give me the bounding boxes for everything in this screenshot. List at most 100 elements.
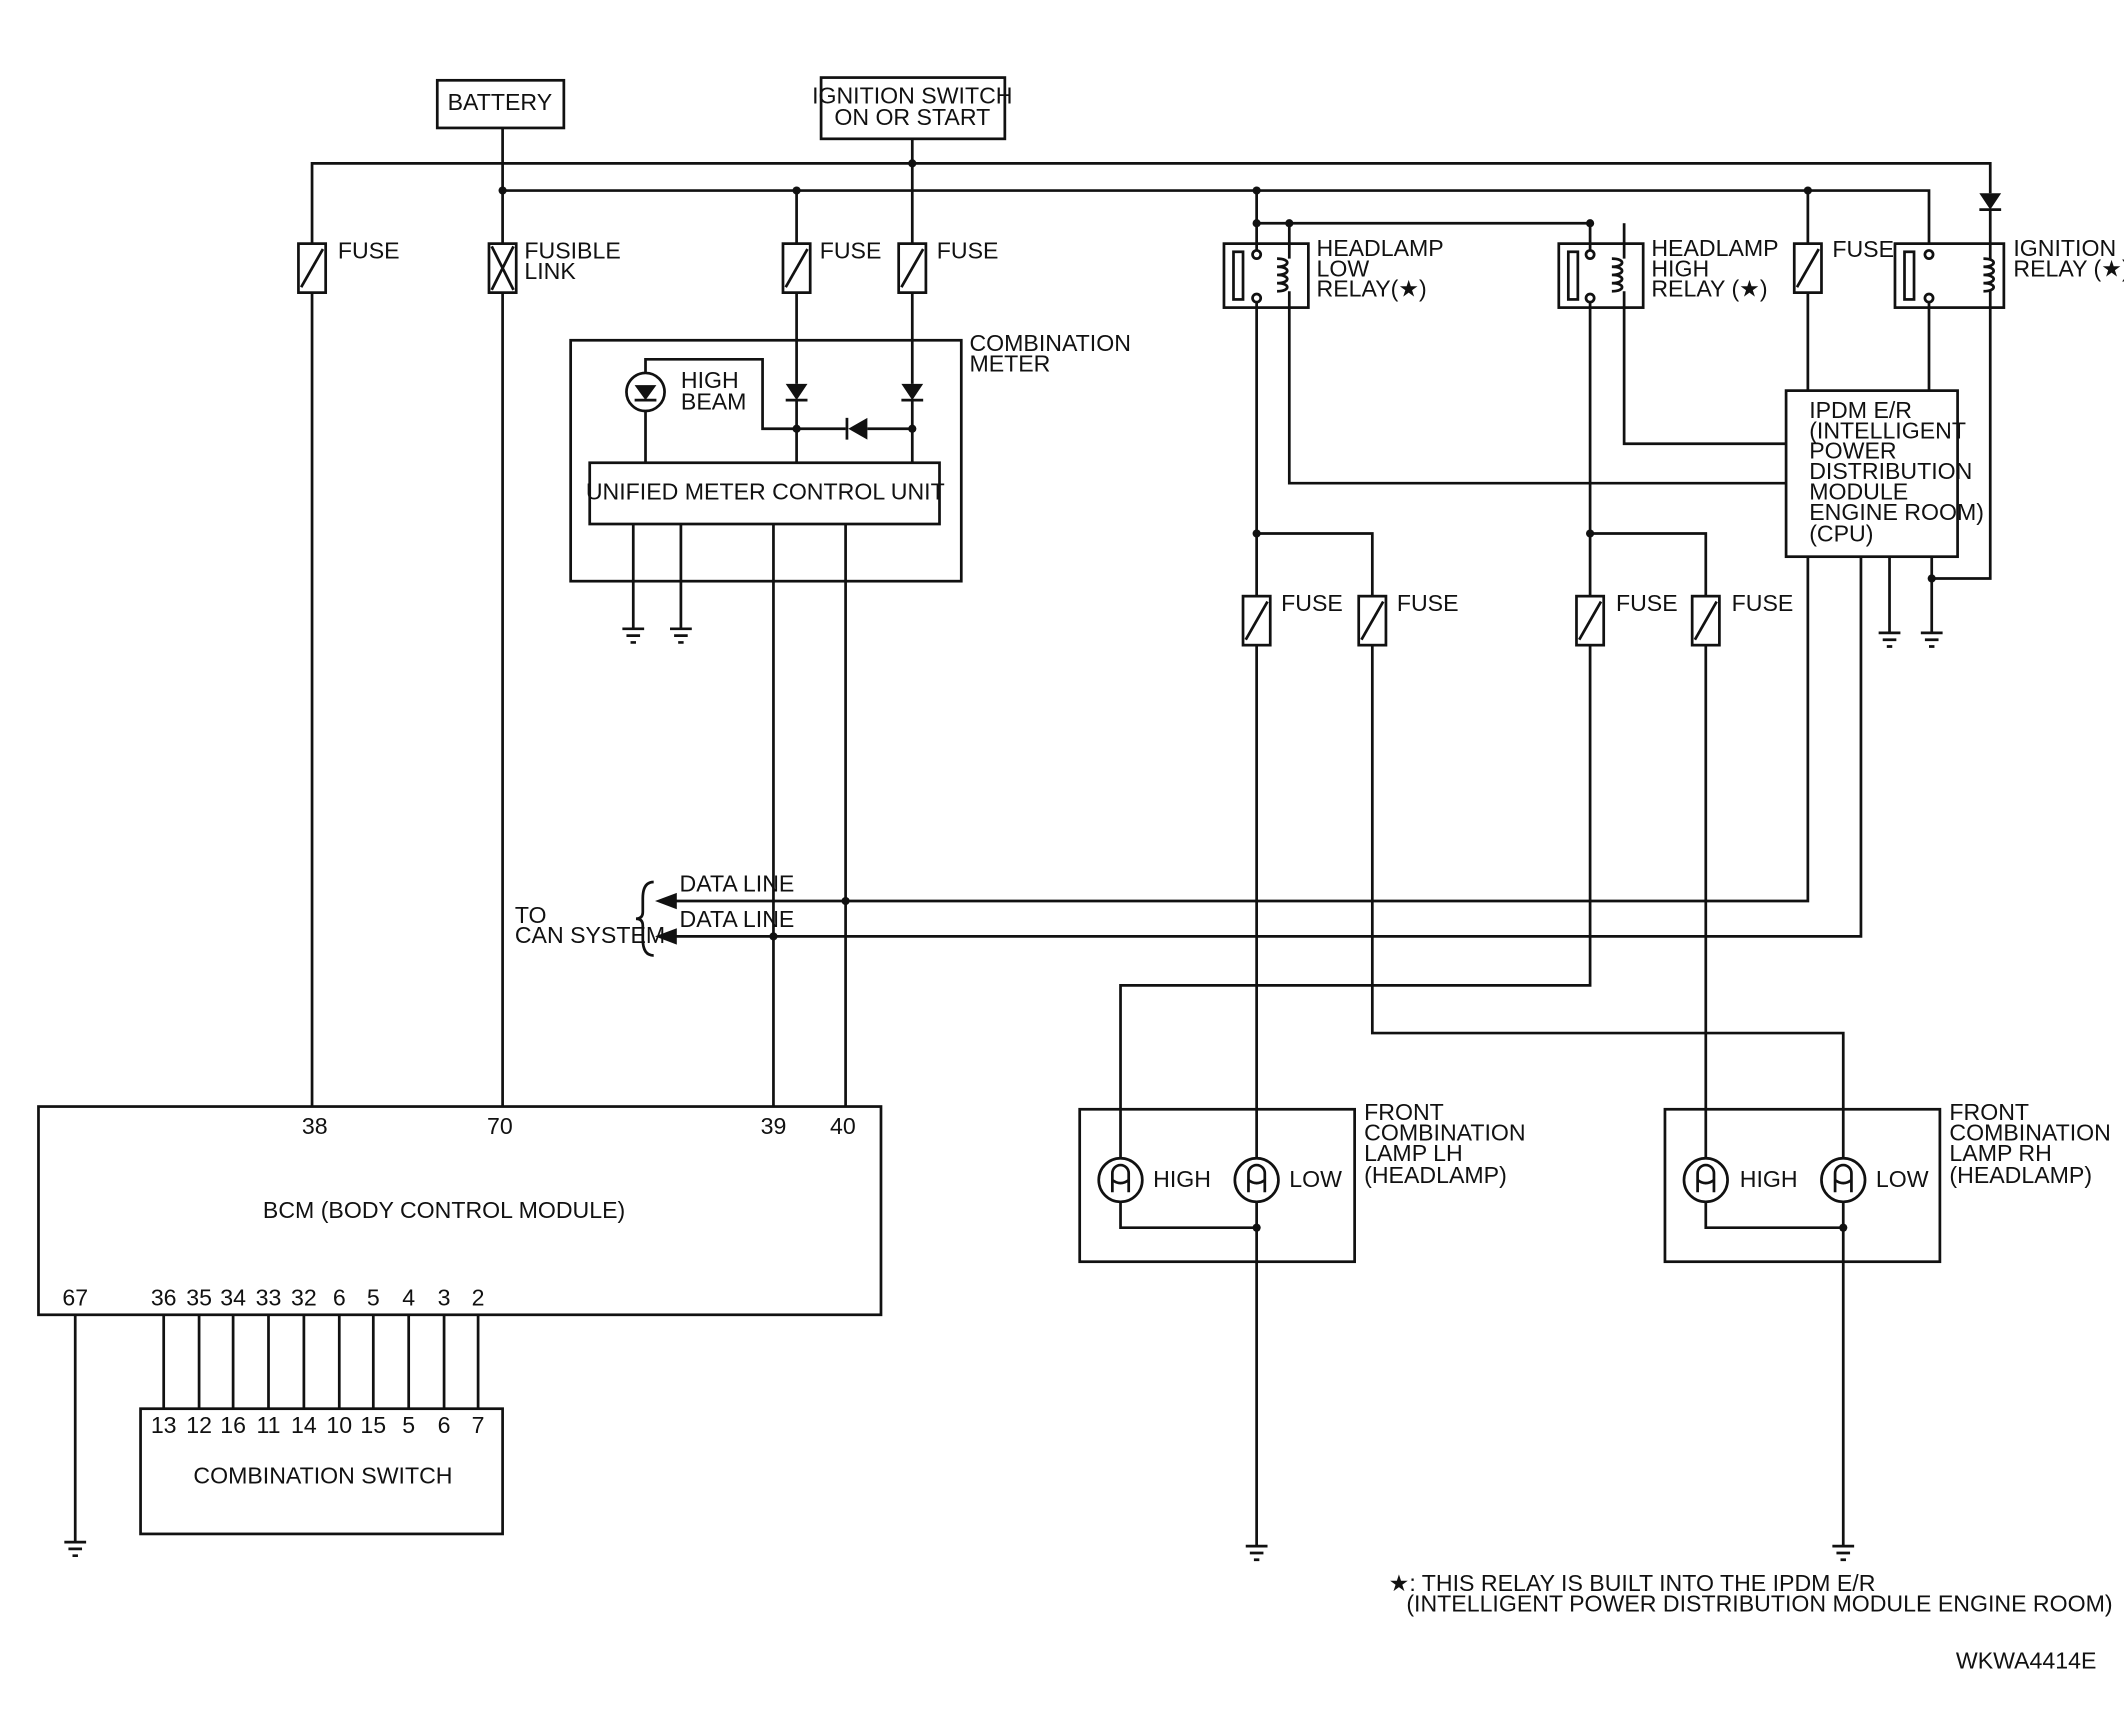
ipdm-label-line4: DISTRIBUTION <box>1809 458 1972 484</box>
fusible-link-label-line2: LINK <box>524 258 576 284</box>
ipdm-label-line6: ENGINE ROOM) <box>1809 499 1984 525</box>
fuse-label: FUSE <box>1616 590 1678 616</box>
ground-icon <box>670 524 692 644</box>
headlamp-high-relay-icon <box>1557 242 1645 309</box>
switch-pin-label: 10 <box>326 1412 352 1438</box>
bcm-pin-label: 38 <box>302 1113 328 1139</box>
fuse-label: FUSE <box>937 238 999 264</box>
front-lamp-rh-label-line3: LAMP RH <box>1949 1140 2051 1166</box>
bcm-label: BCM (BODY CONTROL MODULE) <box>263 1197 625 1223</box>
ignition-switch-box <box>819 76 1007 141</box>
switch-pin-label: 7 <box>472 1412 485 1438</box>
bcm-pin-label: 34 <box>220 1284 246 1310</box>
front-lamp-rh-label-line2: COMBINATION <box>1949 1120 2110 1146</box>
ipdm-label-line5: MODULE <box>1809 479 1908 505</box>
junction-dot <box>1586 219 1595 228</box>
brace-icon <box>635 880 654 957</box>
switch-pin-label: 5 <box>402 1412 415 1438</box>
junction-dot <box>1586 529 1595 538</box>
diode-icon <box>796 417 913 440</box>
fuse-icon <box>1690 594 1721 647</box>
combination-switch-label: COMBINATION SWITCH <box>193 1463 452 1489</box>
front-lamp-lh-label-line4: (HEADLAMP) <box>1364 1162 1507 1188</box>
ground-icon <box>1245 1227 1268 1562</box>
can-system-label-line1: TO <box>515 902 547 928</box>
bcm-pin-label: 35 <box>186 1284 212 1310</box>
data-line-label: DATA LINE <box>680 870 795 896</box>
headlamp-fuse-wiring <box>1255 532 1708 597</box>
diode-icon <box>1979 193 2002 210</box>
fuse-label: FUSE <box>1281 590 1343 616</box>
bcm-box <box>37 1105 883 1317</box>
relay-note-line1: ★: THIS RELAY IS BUILT INTO THE IPDM E/R <box>1389 1570 1876 1596</box>
fuse-label: FUSE <box>1832 236 1894 262</box>
bcm-pin-label: 36 <box>151 1284 177 1310</box>
bcm-pin-label: 33 <box>256 1284 282 1310</box>
bcm-pin-label: 2 <box>472 1284 485 1310</box>
junction-dot <box>792 424 801 433</box>
fuse-icon <box>1575 594 1606 647</box>
ignition-relay-icon <box>1893 242 2006 309</box>
lamp-low-label: LOW <box>1289 1166 1342 1192</box>
ignition-relay-label-line1: IGNITION <box>2013 235 2116 261</box>
ground-icon <box>64 1314 87 1558</box>
unified-meter-control-unit-box <box>588 461 941 526</box>
headlamp-low-relay-label-line1: HEADLAMP <box>1317 235 1444 261</box>
data-line-label: DATA LINE <box>680 906 795 932</box>
junction-dot <box>841 896 850 906</box>
ground-icon <box>1878 556 1901 648</box>
bcm-pin-label: 32 <box>291 1284 317 1310</box>
fuse-icon <box>1357 594 1388 647</box>
lamp-high-label: HIGH <box>1740 1166 1798 1192</box>
switch-pin-label: 6 <box>438 1412 451 1438</box>
front-lamp-lh-label-line2: COMBINATION <box>1364 1120 1525 1146</box>
headlamp-high-relay-label-line2: HIGH <box>1651 255 1709 281</box>
bcm-pin-label: 39 <box>761 1113 787 1139</box>
junction-dot <box>908 159 917 168</box>
ipdm-label-line2: (INTELLIGENT <box>1809 417 1966 443</box>
high-beam-label-line2: BEAM <box>681 389 747 415</box>
battery-box <box>435 78 566 130</box>
combination-meter-box <box>569 338 963 583</box>
switch-pin-label: 14 <box>291 1412 317 1438</box>
front-lamp-rh-box <box>1663 1107 1942 1264</box>
headlamp-high-relay-label-line1: HEADLAMP <box>1651 235 1778 261</box>
switch-pin-label: 11 <box>256 1412 280 1438</box>
high-beam-label-line1: HIGH <box>681 367 739 393</box>
fuse-icon <box>1241 594 1272 647</box>
front-lamp-lh-label-line1: FRONT <box>1364 1099 1444 1125</box>
ipdm-label-line1: IPDM E/R <box>1809 397 1912 423</box>
ipdm-label-line7: (CPU) <box>1809 521 1873 547</box>
combination-meter-label-line2: METER <box>969 351 1050 377</box>
lamp-high-label: HIGH <box>1153 1166 1211 1192</box>
bcm-pin-label: 3 <box>438 1284 451 1310</box>
ignition-switch-label-line2: ON OR START <box>834 104 990 130</box>
fuse-icon <box>297 242 328 1107</box>
ground-icon <box>1832 1227 1855 1562</box>
headlamp-low-relay-icon <box>1222 242 1310 309</box>
switch-harness <box>162 1314 480 1409</box>
bulb-icon <box>1682 1156 1729 1204</box>
can-system-label-line2: CAN SYSTEM <box>515 922 665 948</box>
switch-pin-label: 13 <box>151 1412 177 1438</box>
front-lamp-lh-label-line3: LAMP LH <box>1364 1140 1463 1166</box>
ipdm-box <box>1784 389 1959 559</box>
bulb-icon <box>1233 1156 1280 1204</box>
fuse-icon <box>1792 190 1823 391</box>
figure-code: WKWA4414E <box>1956 1648 2097 1674</box>
combination-meter-label-line1: COMBINATION <box>969 330 1130 356</box>
wire <box>1704 1201 1845 1230</box>
ipdm-label-line3: POWER <box>1809 438 1896 464</box>
ground-icon <box>622 524 645 644</box>
fuse-label: FUSE <box>1732 590 1794 616</box>
junction-dot <box>1252 529 1261 538</box>
high-beam-indicator-icon <box>625 357 797 463</box>
bcm-pin-label: 40 <box>830 1113 856 1139</box>
junction-dot <box>1252 219 1261 228</box>
switch-pin-label: 16 <box>220 1412 246 1438</box>
diode-icon <box>785 383 808 463</box>
relay-note-line2: (INTELLIGENT POWER DISTRIBUTION MODULE E… <box>1406 1591 2112 1617</box>
junction-dot <box>1285 219 1294 228</box>
combination-switch-box <box>139 1407 504 1536</box>
